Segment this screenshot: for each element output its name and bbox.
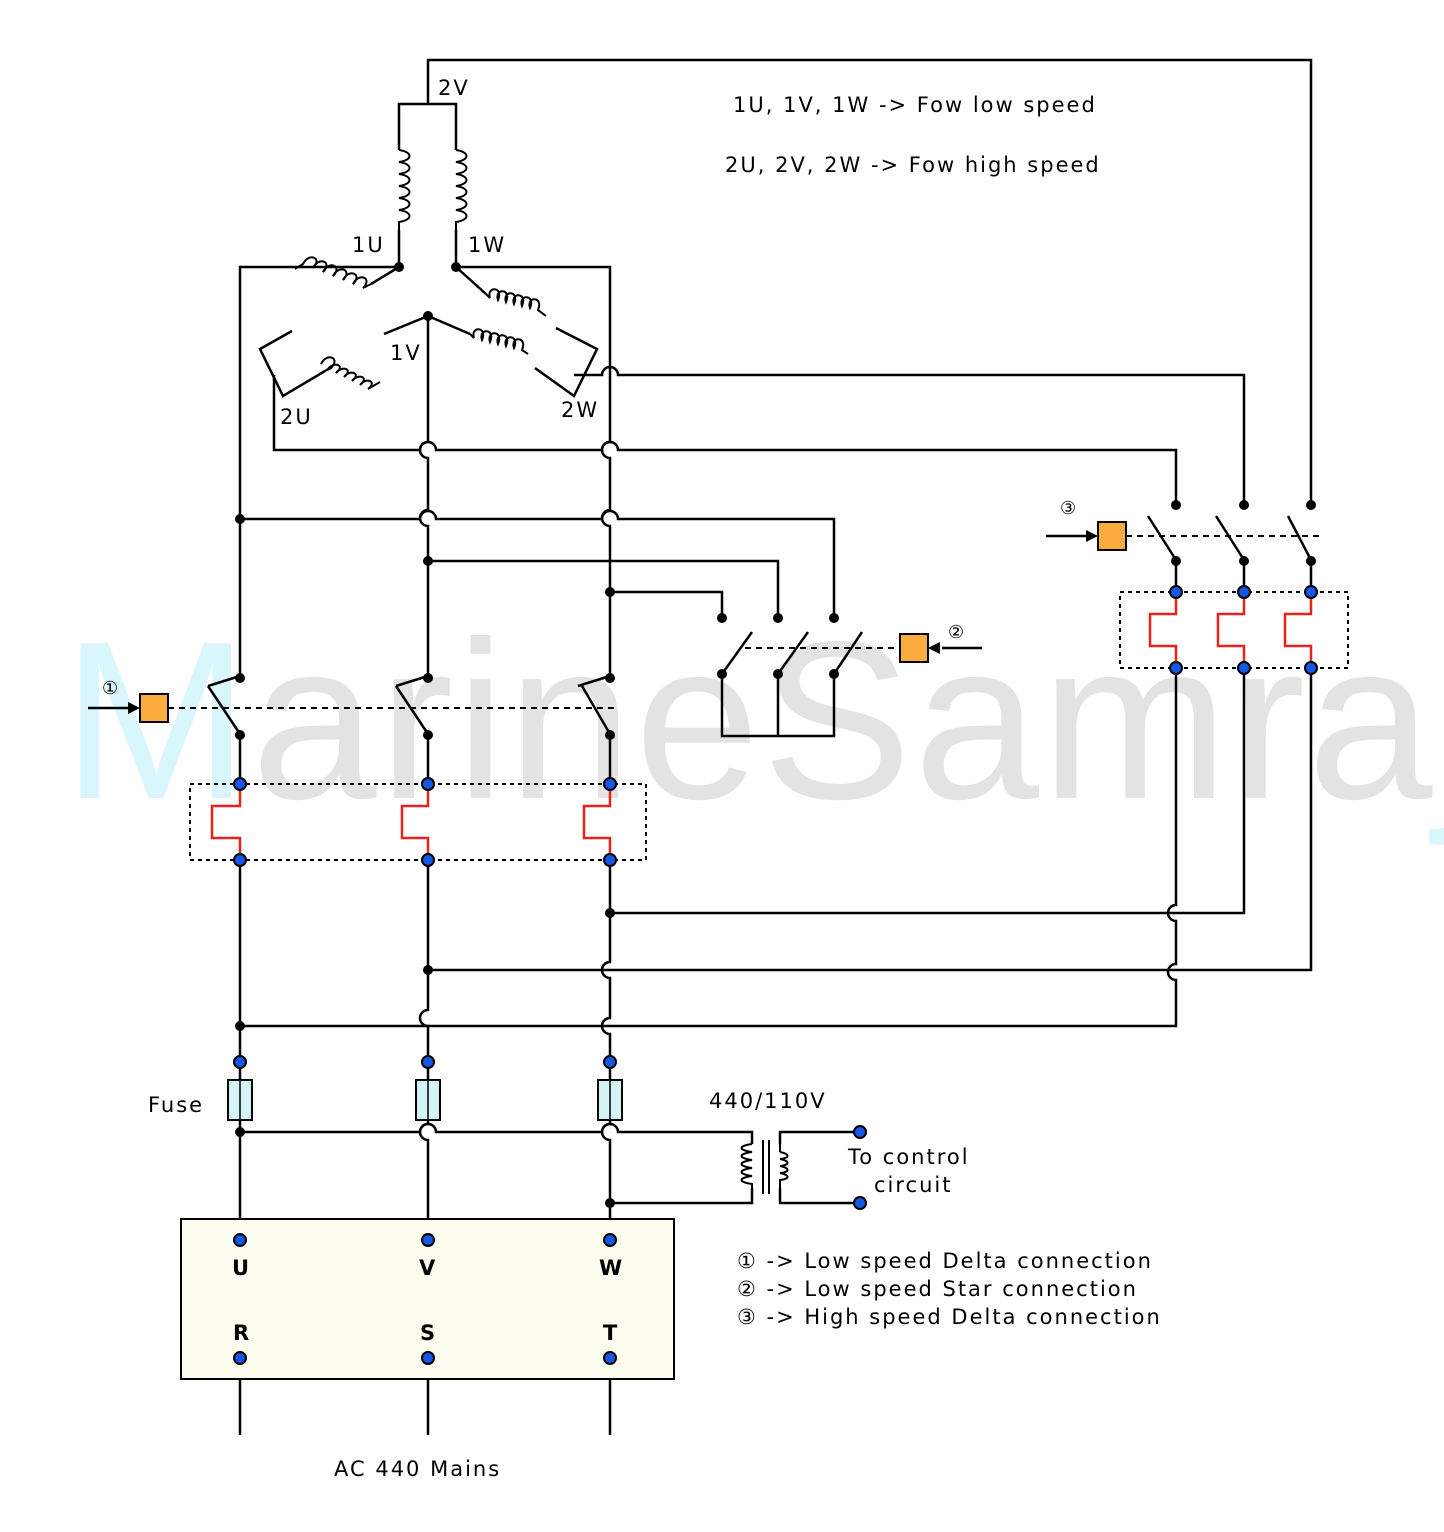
legend: ① -> Low speed Delta connection ② -> Low…: [737, 1249, 1162, 1329]
winding-coil-upper-right: [485, 288, 547, 317]
label-2u: 2U: [280, 405, 313, 429]
label-2v: 2V: [438, 76, 470, 100]
watermark-part-2: arineSamra: [251, 594, 1434, 846]
contactor-1-coil: [139, 693, 169, 723]
contactor-3-coil: [1097, 521, 1127, 551]
motor-windings: [258, 58, 1313, 505]
contactor-1-number: ①: [102, 678, 118, 699]
terminal-label-t: T: [603, 1321, 618, 1345]
winding-coil-1u-2v: [398, 149, 411, 230]
contactor-3-number: ③: [1060, 498, 1076, 519]
transformer-output-line-2: circuit: [874, 1173, 952, 1197]
legend-item-1: ① -> Low speed Delta connection: [737, 1249, 1153, 1273]
contactor-2-coil: [899, 633, 929, 663]
fuse-label: Fuse: [148, 1093, 204, 1117]
contactor-2: ②: [717, 613, 982, 679]
contactor-1: ①: [88, 673, 616, 784]
note-low-speed: 1U, 1V, 1W -> Fow low speed: [733, 93, 1097, 117]
terminal-label-w: W: [599, 1256, 623, 1280]
mains-terminal-box: U V W R S T: [180, 1218, 675, 1380]
label-1w: 1W: [468, 233, 506, 257]
winding-coil-upper-left: [294, 256, 372, 289]
terminal-label-r: R: [233, 1321, 250, 1345]
label-1u: 1U: [352, 233, 385, 257]
winding-coil-1w-2v: [455, 149, 468, 230]
overload-relay-3: [1119, 591, 1349, 669]
winding-coil-lower-right: [469, 328, 529, 355]
terminal-label-v: V: [419, 1256, 436, 1280]
overload-relay-1: [189, 783, 647, 861]
winding-coil-lower-left: [320, 356, 381, 390]
terminal-label-u: U: [232, 1256, 250, 1280]
legend-item-2: ② -> Low speed Star connection: [737, 1277, 1138, 1301]
terminal-label-s: S: [420, 1321, 436, 1345]
label-1v: 1V: [390, 341, 422, 365]
control-transformer: [740, 1140, 789, 1194]
contactor-3: ③: [1046, 498, 1320, 592]
terminals: [233, 585, 1318, 1210]
fuses: [227, 1079, 623, 1121]
transformer-output-line-1: To control: [847, 1145, 970, 1169]
label-2w: 2W: [561, 398, 599, 422]
mains-label: AC 440 Mains: [334, 1457, 501, 1481]
note-high-speed: 2U, 2V, 2W -> Fow high speed: [725, 153, 1101, 177]
legend-item-3: ③ -> High speed Delta connection: [737, 1305, 1162, 1329]
watermark: MarineSamraj: [62, 594, 1444, 846]
transformer-ratio: 440/110V: [709, 1089, 827, 1113]
contactor-2-number: ②: [948, 622, 964, 643]
